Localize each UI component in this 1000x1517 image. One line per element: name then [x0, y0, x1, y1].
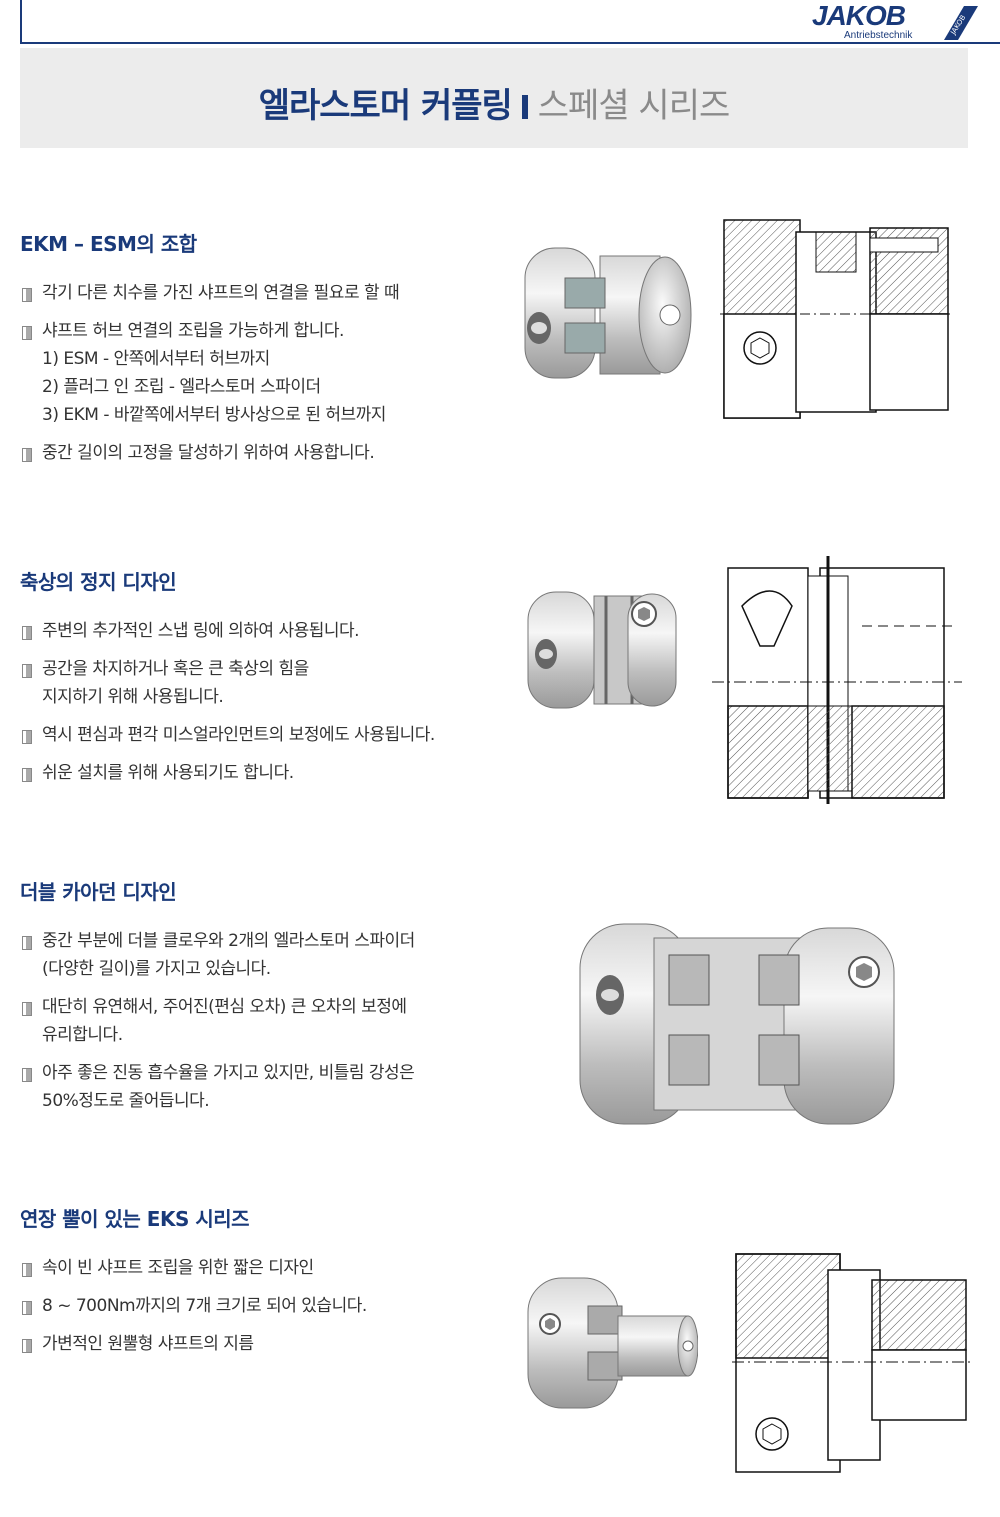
technical-drawing-eks [732, 1253, 972, 1473]
section-title: EKM – ESM의 조합 [20, 232, 197, 256]
list-item: 역시 편심과 편각 미스얼라인먼트의 보정에도 사용됩니다. [20, 721, 500, 749]
page-title-main: 엘라스토머 커플링 [258, 86, 513, 126]
coupling-photo-eks [527, 1277, 698, 1409]
section-title: 축상의 정지 디자인 [20, 570, 177, 594]
brand-logo: JAKOB Antriebstechnik JAKOB [808, 0, 978, 42]
coupling-photo-ekm-esm [524, 247, 692, 379]
page-title: 엘라스토머 커플링 스페셜 시리즈 [20, 78, 968, 127]
list-item: 쉬운 설치를 위해 사용되기도 합니다. [20, 759, 500, 787]
page-title-sub: 스페셜 시리즈 [537, 86, 730, 126]
list-item: 속이 빈 샤프트 조립을 위한 짧은 디자인 [20, 1254, 500, 1282]
coupling-photo-double-cardan [579, 923, 895, 1125]
title-banner: 엘라스토머 커플링 스페셜 시리즈 [20, 48, 968, 148]
list-item: 대단히 유연해서, 주어진(편심 오차) 큰 오차의 보정에 유리합니다. [20, 993, 500, 1049]
section-title: 연장 뿔이 있는 EKS 시리즈 [20, 1207, 250, 1231]
title-separator [521, 95, 528, 119]
list-item: 가변적인 원뿔형 샤프트의 지름 [20, 1330, 500, 1358]
technical-drawing-axial-stop [712, 556, 962, 804]
list-item: 공간을 차지하거나 혹은 큰 축상의 힘을 지지하기 위해 사용됩니다. [20, 655, 500, 711]
list-item: 각기 다른 치수를 가진 샤프트의 연결을 필요로 할 때 [20, 279, 500, 307]
list-item: 중간 길이의 고정을 달성하기 위하여 사용합니다. [20, 439, 500, 467]
coupling-photo-axial-stop [527, 591, 677, 709]
list-item: 아주 좋은 진동 흡수율을 가지고 있지만, 비틀림 강성은 50%정도로 줄어… [20, 1059, 500, 1115]
list-item: 중간 부분에 더블 클로우와 2개의 엘라스토머 스파이더 (다양한 길이)를 … [20, 927, 500, 983]
brand-subtitle: Antriebstechnik [844, 30, 913, 41]
technical-drawing-ekm-esm [720, 219, 952, 419]
section-axial-stop: 축상의 정지 디자인 주변의 추가적인 스냅 링에 의하여 사용됩니다. 공간을… [20, 566, 500, 797]
frame-top-line [20, 42, 1000, 44]
section-double-cardan: 더블 카아던 디자인 중간 부분에 더블 클로우와 2개의 엘라스토머 스파이더… [20, 876, 500, 1125]
brand-name: JAKOB [812, 0, 906, 31]
list-item: 8 ~ 700Nm까지의 7개 크기로 되어 있습니다. [20, 1292, 500, 1320]
list-item: 주변의 추가적인 스냅 링에 의하여 사용됩니다. [20, 617, 500, 645]
brand-badge-icon: JAKOB [944, 6, 978, 40]
section-ekm-esm: EKM – ESM의 조합 각기 다른 치수를 가진 샤프트의 연결을 필요로 … [20, 228, 500, 477]
section-title: 더블 카아던 디자인 [20, 880, 177, 904]
frame-left-line [20, 0, 22, 44]
section-eks-series: 연장 뿔이 있는 EKS 시리즈 속이 빈 샤프트 조립을 위한 짧은 디자인 … [20, 1203, 500, 1368]
list-item: 샤프트 허브 연결의 조립을 가능하게 합니다. 1) ESM - 안쪽에서부터… [20, 317, 500, 429]
